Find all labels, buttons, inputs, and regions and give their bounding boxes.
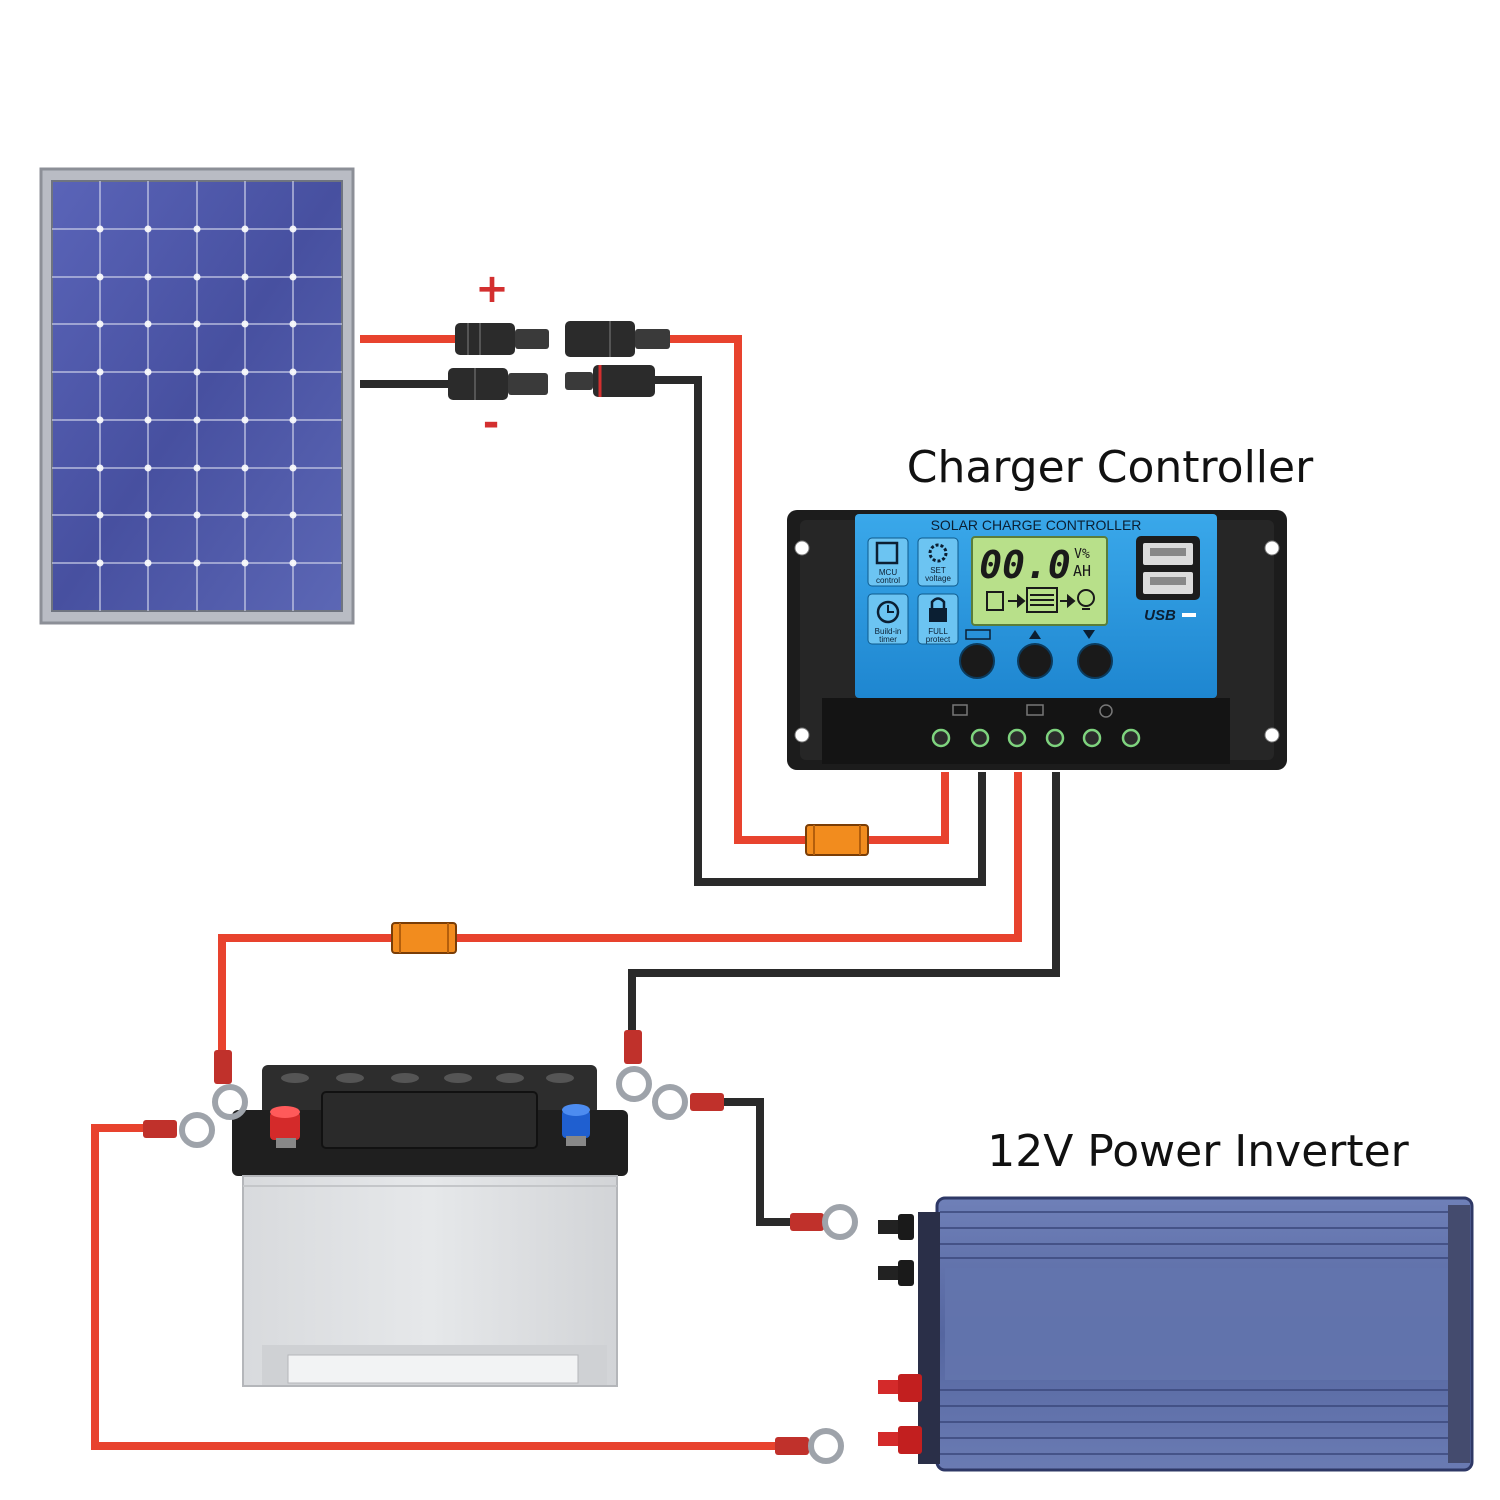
arrow-icon	[1008, 593, 1026, 609]
ring-terminal-inverter-negative	[790, 1204, 858, 1240]
ring-terminal-battery-negative	[616, 1030, 652, 1102]
controller-header: SOLAR CHARGE CONTROLLER	[931, 517, 1142, 533]
down-icon	[1083, 630, 1095, 639]
arrow-icon	[1060, 593, 1076, 609]
inverter-positive-terminals	[878, 1374, 922, 1454]
lcd-unit-top: V%	[1074, 547, 1090, 562]
solar-positive-wire	[670, 335, 949, 844]
bulb-icon	[1077, 589, 1095, 607]
lcd-display: 00.0 V% AH	[971, 536, 1108, 626]
fuses	[391, 824, 869, 954]
terminal-screw	[1007, 728, 1027, 748]
svg-text:FULL: FULL	[928, 627, 948, 636]
ring-terminal-inverter-lead-battery-positive	[143, 1112, 215, 1148]
ring-terminal-inverter-positive	[775, 1428, 844, 1464]
svg-text:timer: timer	[879, 635, 897, 644]
lock-icon	[929, 608, 947, 622]
terminal-screw	[1082, 728, 1102, 748]
usb-ports: USB	[1136, 536, 1200, 624]
chip-icon	[875, 541, 899, 565]
load-terminal-icon	[1099, 704, 1113, 718]
fuse-battery	[391, 922, 457, 954]
svg-text:voltage: voltage	[925, 574, 951, 583]
panel-mini-icon	[986, 591, 1004, 611]
battery-positive-wire	[218, 772, 1022, 1060]
svg-text:MCU: MCU	[879, 568, 897, 577]
lcd-value: 00.0	[979, 543, 1071, 587]
up-icon	[1029, 630, 1041, 639]
ring-terminal-inverter-lead-battery-negative	[652, 1084, 724, 1120]
inverter-label: 12V Power Inverter	[987, 1126, 1409, 1177]
terminal-screw	[1045, 728, 1065, 748]
svg-text:SET: SET	[930, 566, 946, 575]
terminal-screw	[970, 728, 990, 748]
terminal-screw	[1121, 728, 1141, 748]
solar-panel	[39, 167, 355, 625]
panel-terminal-icon	[952, 704, 968, 716]
negative-sign: -	[483, 400, 500, 446]
svg-text:protect: protect	[926, 635, 951, 644]
controller-buttons	[959, 629, 1113, 679]
terminal-block	[822, 698, 1230, 764]
inverter-positive-wire	[91, 1124, 790, 1450]
wires	[91, 335, 1060, 1450]
solar-negative-wire	[655, 376, 986, 886]
battery-positive-terminal	[270, 1106, 300, 1148]
svg-text:Build-in: Build-in	[875, 627, 902, 636]
mc4-positive-male	[455, 323, 549, 355]
battery-mini-icon	[1026, 587, 1058, 613]
controller-label: Charger Controller	[907, 442, 1314, 493]
battery-terminal-icon	[1026, 704, 1044, 716]
down-button[interactable]	[1077, 643, 1113, 679]
feature-timer: Build-in timer	[867, 593, 909, 645]
feature-set-voltage: SET voltage	[917, 537, 959, 587]
clock-icon	[876, 600, 900, 624]
lcd-flow-icons	[986, 587, 1095, 613]
ring-terminal-battery-positive	[212, 1050, 248, 1120]
charge-controller: SOLAR CHARGE CONTROLLER MCU control SET …	[787, 510, 1287, 770]
battery-negative-wire	[628, 772, 1060, 1045]
mc4-connectors: + -	[448, 266, 670, 446]
battery	[232, 1065, 628, 1387]
ring-terminals	[143, 1030, 858, 1464]
menu-icon	[965, 629, 991, 640]
gear-icon	[928, 543, 948, 563]
fuse-solar	[805, 824, 869, 856]
terminal-screw	[931, 728, 951, 748]
power-inverter	[878, 1196, 1474, 1472]
up-button[interactable]	[1017, 643, 1053, 679]
inverter-negative-terminals	[878, 1214, 914, 1286]
svg-text:control: control	[876, 576, 900, 585]
feature-full-protect: FULL protect	[917, 593, 959, 645]
feature-mcu: MCU control	[867, 537, 909, 587]
usb-label: USB	[1144, 607, 1176, 624]
menu-button[interactable]	[959, 643, 995, 679]
mc4-negative-female	[565, 365, 655, 397]
inverter-negative-wire	[720, 1098, 800, 1226]
battery-negative-terminal	[562, 1104, 590, 1146]
mc4-positive-female	[565, 321, 670, 357]
lcd-unit-bottom: AH	[1073, 562, 1091, 580]
mc4-negative-male	[448, 368, 548, 400]
positive-sign: +	[475, 266, 509, 312]
